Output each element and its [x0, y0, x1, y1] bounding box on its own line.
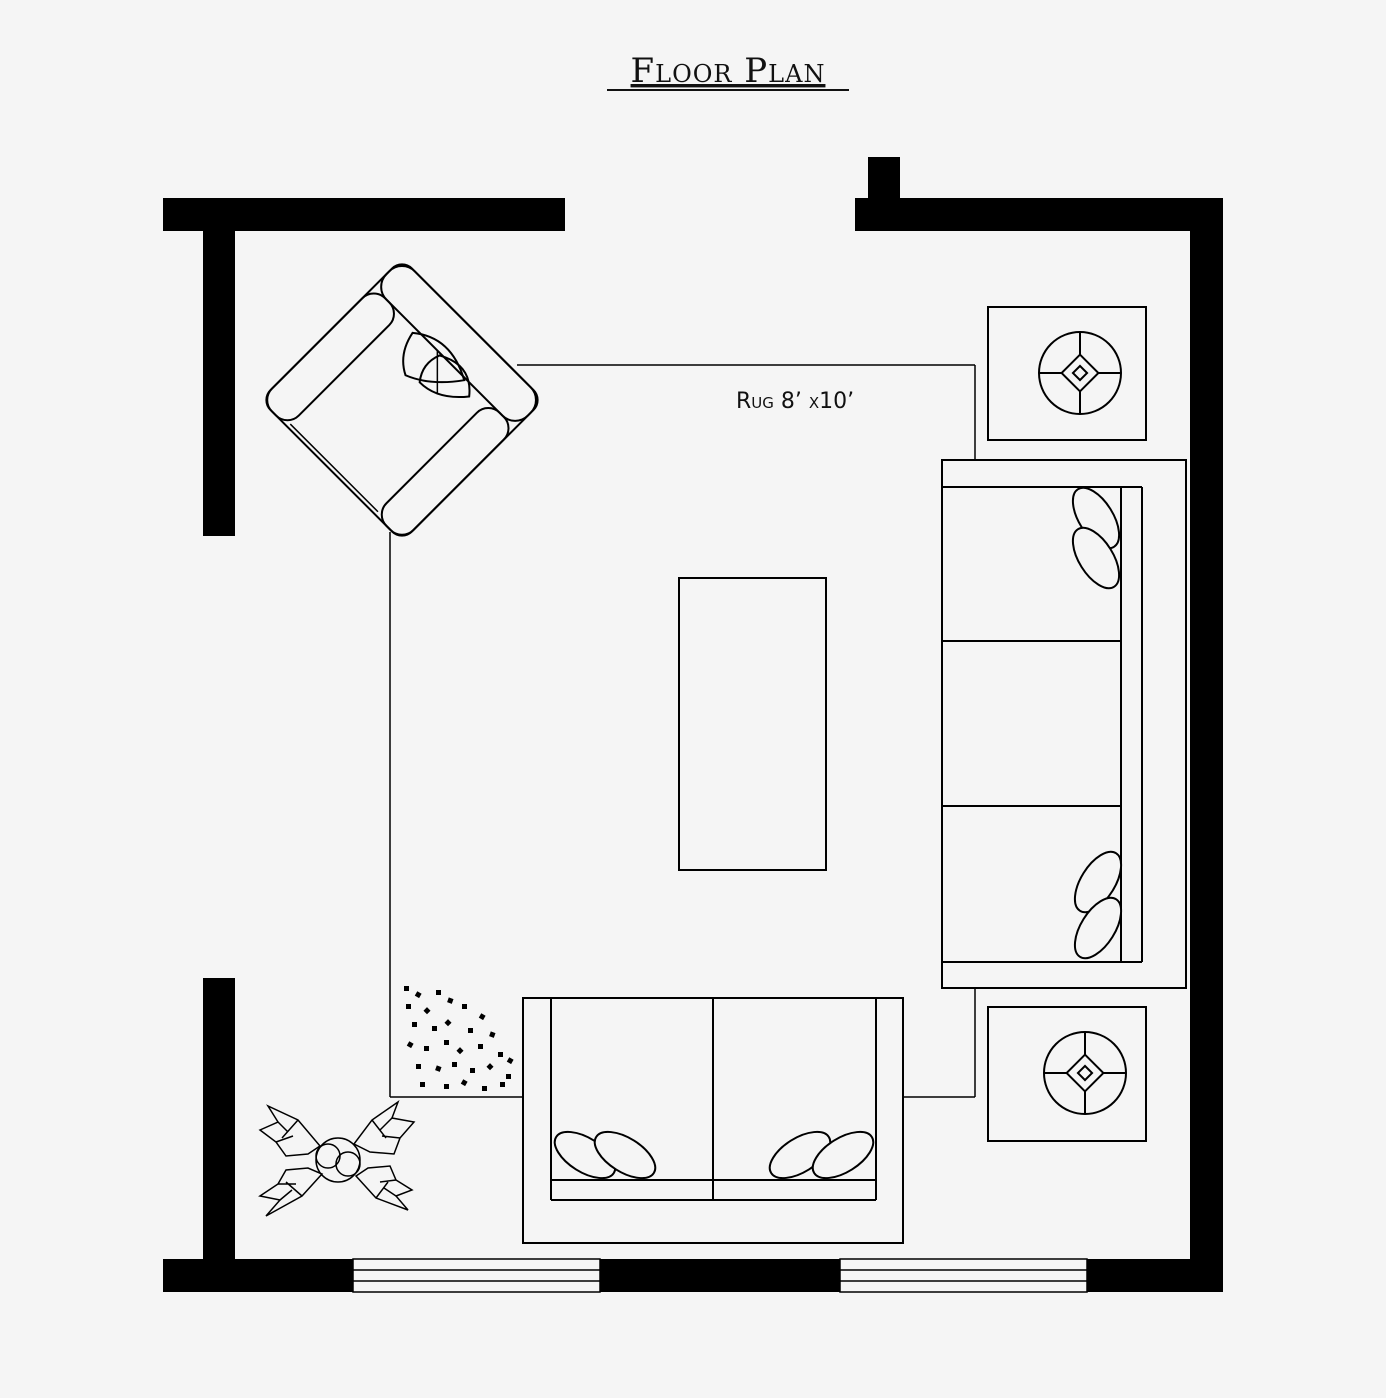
wall-top-left: [163, 198, 565, 231]
lamp-icon: [1038, 331, 1122, 415]
wall-door-jamb: [868, 157, 900, 199]
walls: [163, 157, 1223, 1292]
wall-top-right: [855, 198, 1223, 231]
armchair-icon: [265, 263, 539, 537]
dotted-basket-icon: [404, 986, 514, 1091]
wall-right: [1190, 198, 1223, 1292]
wall-left-upper: [203, 231, 235, 536]
end-table-icon: [987, 1006, 1147, 1142]
page-title: Floor Plan: [631, 51, 826, 91]
loveseat-icon: [522, 997, 904, 1244]
plant-icon: [258, 1100, 416, 1217]
wall-left-lower: [203, 978, 235, 1260]
wall-bottom-left: [163, 1259, 353, 1292]
window-icon: [352, 1258, 601, 1293]
window-icon: [839, 1258, 1088, 1293]
lamp-icon: [1043, 1031, 1127, 1115]
sofa-icon: [941, 459, 1187, 989]
rug-label: Rug 8’ x10’: [736, 389, 854, 414]
rug: [389, 364, 976, 1098]
wall-bottom-middle: [600, 1259, 840, 1292]
coffee-table-icon: [678, 577, 827, 871]
end-table-icon: [987, 306, 1147, 441]
wall-bottom-right: [1087, 1259, 1223, 1292]
